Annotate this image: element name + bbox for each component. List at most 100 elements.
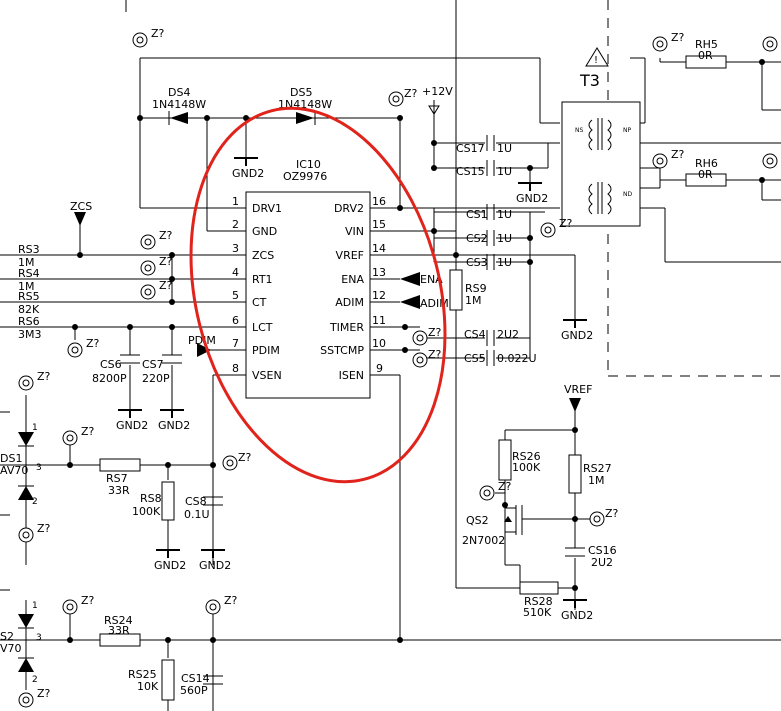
ground-label: GND2 xyxy=(232,167,264,180)
ground-symbol: GND2 xyxy=(516,182,548,205)
test-point-label: Z? xyxy=(151,27,165,40)
cs17-value: 1U xyxy=(497,142,512,155)
ic-pin-name: RT1 xyxy=(252,273,273,286)
cs3-ref: CS3 xyxy=(466,256,488,269)
cs5-ref: CS5 xyxy=(464,352,486,365)
test-point-label: Z? xyxy=(37,687,51,700)
test-point: Z? xyxy=(132,27,165,48)
ds2-value: V70 xyxy=(0,642,22,655)
left-resistors: RS3 1M RS4 1M RS5 82K RS6 3M3 xyxy=(18,243,42,341)
resistor-rs7: RS7 33R xyxy=(99,458,141,497)
test-point: Z? xyxy=(205,594,238,615)
ds2-ref: S2 xyxy=(0,630,14,643)
test-point: Z? xyxy=(18,522,51,543)
test-point-label: Z? xyxy=(159,255,173,268)
ic-pin-number: 16 xyxy=(372,195,386,208)
rs26-value: 100K xyxy=(512,461,541,474)
vref-port: VREF xyxy=(564,383,592,412)
test-point: Z? xyxy=(589,507,619,527)
svg-text:3: 3 xyxy=(36,463,42,473)
rs9-value: 1M xyxy=(465,294,482,307)
ic-pin-name: VREF xyxy=(336,249,364,262)
cap-cs7: CS7 220P xyxy=(142,354,182,385)
t3-nd-label: ND xyxy=(623,191,632,198)
diode-ds4: DS4 1N4148W xyxy=(152,86,206,125)
resistor-rs26: RS26 100K xyxy=(498,439,541,481)
rs24-value: 33R xyxy=(108,624,130,637)
ic-pin-number: 15 xyxy=(372,218,386,231)
cs5-value: 0.022U xyxy=(497,352,537,365)
ic-pin-name: ISEN xyxy=(339,369,364,382)
rs7-value: 33R xyxy=(108,484,130,497)
ic10-pins: 1DRV12GND3ZCS4RT15CT6LCT7PDIM8VSEN16DRV2… xyxy=(232,195,386,382)
test-point-label: Z? xyxy=(428,348,442,361)
rs27-value: 1M xyxy=(588,474,605,487)
test-point-label: Z? xyxy=(428,326,442,339)
cap-cs6: CS6 8200P xyxy=(92,354,140,385)
test-point: Z? xyxy=(62,594,95,615)
cs8-value: 0.1U xyxy=(184,508,210,521)
svg-text:1: 1 xyxy=(32,423,38,433)
test-point: Z? xyxy=(140,279,173,300)
plus12v-label: +12V xyxy=(422,85,453,98)
cs7-ref: CS7 xyxy=(142,358,164,371)
ground-symbol: GND2 xyxy=(561,319,593,342)
rh5-ref: RH5 xyxy=(695,38,718,51)
ic-pin-name: ENA xyxy=(341,273,364,286)
ds5-ref: DS5 xyxy=(290,86,312,99)
test-point: Z? xyxy=(540,217,573,238)
rs25-value: 10K xyxy=(137,680,159,693)
rs27-ref: RS27 xyxy=(583,462,612,475)
svg-text:1: 1 xyxy=(32,601,38,611)
qs2-value: 2N7002 xyxy=(462,534,505,547)
test-point: Z? xyxy=(479,480,512,501)
test-point-label: Z? xyxy=(559,217,573,230)
test-point: Z? xyxy=(412,326,442,346)
rs5-ref: RS5 xyxy=(18,290,40,303)
cs15-value: 1U xyxy=(497,165,512,178)
rs3-value: 1M xyxy=(18,256,35,269)
cs8-ref: CS8 xyxy=(185,495,207,508)
t3-body xyxy=(561,101,641,227)
cap-cs8: CS8 0.1U xyxy=(184,495,223,521)
ena-port: ENA xyxy=(400,272,443,286)
test-point-label: Z? xyxy=(671,148,685,161)
zcs-port: ZCS xyxy=(70,200,92,226)
test-point: Z? xyxy=(67,337,100,358)
ground-label: GND2 xyxy=(154,559,186,572)
cs2-ref: CS2 xyxy=(466,232,488,245)
rs4-value: 1M xyxy=(18,280,35,293)
rs28-ref: RS28 xyxy=(524,595,553,608)
plus12v-port: +12V xyxy=(422,85,453,115)
junctions xyxy=(67,59,765,643)
ds1-ref: DS1 xyxy=(0,452,22,465)
t3-ns-label: NS xyxy=(575,127,583,134)
test-point: Z? xyxy=(412,348,442,368)
ic-pin-number: 3 xyxy=(232,242,239,255)
test-point: Z? xyxy=(762,36,778,52)
ic-pin-number: 8 xyxy=(232,362,239,375)
ground-label: GND2 xyxy=(516,192,548,205)
ground-symbol: GND2 xyxy=(232,157,264,180)
test-points: Z?Z?Z?Z?Z?Z?Z?Z?Z?Z?Z?Z?Z?Z?Z?Z?Z?Z?Z?Z?… xyxy=(18,27,778,708)
cs4-value: 2U2 xyxy=(497,328,519,341)
rs8-value: 100K xyxy=(132,505,161,518)
cs4-ref: CS4 xyxy=(464,328,486,341)
t3-np-label: NP xyxy=(623,127,631,134)
svg-text:!: ! xyxy=(594,55,598,66)
rs4-ref: RS4 xyxy=(18,267,40,280)
svg-text:3: 3 xyxy=(36,633,42,643)
ic-pin-number: 1 xyxy=(232,195,239,208)
rs7-ref: RS7 xyxy=(106,472,128,485)
rs28-value: 510K xyxy=(523,606,552,619)
ic-pin-number: 10 xyxy=(372,337,386,350)
ic-pin-number: 11 xyxy=(372,314,386,327)
ic-pin-name: TIMER xyxy=(329,321,364,334)
ic-pin-name: DRV2 xyxy=(334,202,364,215)
ic10-part: OZ9976 xyxy=(283,170,327,183)
test-point-label: Z? xyxy=(498,480,512,493)
rs25-ref: RS25 xyxy=(128,668,157,681)
test-point: Z? xyxy=(762,153,778,169)
